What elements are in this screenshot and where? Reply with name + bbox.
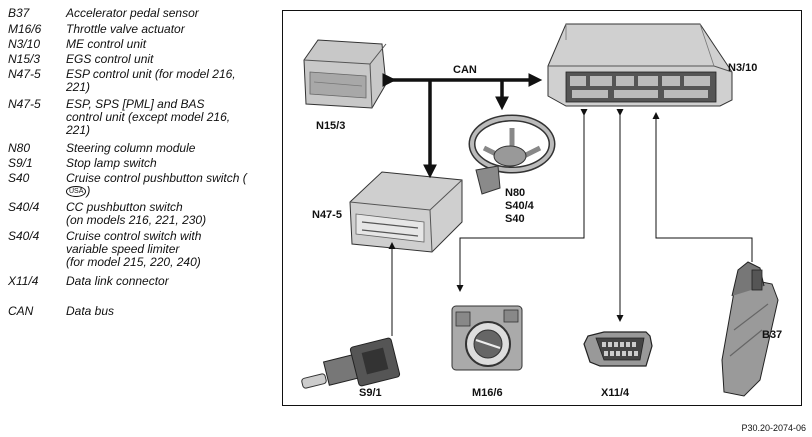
s9-1-label: S9/1 <box>359 387 382 399</box>
legend-line-text: Accelerator pedal sensor <box>66 6 199 20</box>
n47-5-label: N47-5 <box>312 209 342 221</box>
legend-code: B37 <box>8 6 30 20</box>
legend-description: CC pushbutton switch(on models 216, 221,… <box>66 201 271 227</box>
legend-line-text: (for model 215, 220, 240) <box>66 255 201 269</box>
legend-line-text: Steering column module <box>66 141 196 155</box>
legend-description: Data bus <box>66 305 271 318</box>
legend-description: ESP control unit (for model 216,221) <box>66 68 271 94</box>
legend-code: M16/6 <box>8 22 42 36</box>
legend-description: Data link connector <box>66 275 271 288</box>
stop-lamp-switch <box>301 337 401 389</box>
legend-line-text: Throttle valve actuator <box>66 22 185 36</box>
legend-line-text: 221) <box>66 80 91 94</box>
legend-description-line: CC pushbutton switch <box>66 201 271 214</box>
legend-line-text: Cruise control pushbutton switch ( <box>66 171 247 185</box>
legend-line-text: Stop lamp switch <box>66 156 157 170</box>
legend-line-text: variable speed limiter <box>66 242 180 256</box>
legend-description-line: EGS control unit <box>66 53 271 66</box>
legend-description-line: USA) <box>66 185 271 198</box>
n80-label: N80 <box>505 187 525 199</box>
m16-6-label: M16/6 <box>472 387 503 399</box>
legend-description-line: Accelerator pedal sensor <box>66 7 271 20</box>
legend-description: Stop lamp switch <box>66 157 271 170</box>
x11-4-label: X11/4 <box>601 387 630 399</box>
legend-description-line: Stop lamp switch <box>66 157 271 170</box>
legend-description: Throttle valve actuator <box>66 23 271 36</box>
s40-4-label: S40/4 <box>505 200 535 212</box>
s40-label: S40 <box>505 213 525 225</box>
legend-description-line: variable speed limiter <box>66 243 271 256</box>
legend-code: S40/4 <box>8 229 40 243</box>
legend-line-text: Data bus <box>66 304 115 318</box>
legend-description-line: 221) <box>66 124 271 137</box>
legend-code: N3/10 <box>8 37 41 51</box>
legend-code: X11/4 <box>8 274 39 288</box>
legend-description-line: Cruise control pushbutton switch ( <box>66 172 271 185</box>
legend-description-line: control unit (except model 216, <box>66 111 271 124</box>
can-bus-label: CAN <box>453 64 477 76</box>
legend-line-text: 221) <box>66 123 91 137</box>
legend-description-line: Data link connector <box>66 275 271 288</box>
usa-badge-icon: USA <box>66 186 87 198</box>
legend-line-text: ME control unit <box>66 37 147 51</box>
n15-3-label: N15/3 <box>316 120 345 132</box>
legend-code: N80 <box>8 141 31 155</box>
legend-line-text: Data link connector <box>66 274 169 288</box>
legend-description-line: (on models 216, 221, 230) <box>66 214 271 227</box>
legend-line-text: CC pushbutton switch <box>66 200 183 214</box>
steering-column-module <box>468 114 556 195</box>
legend-description-line: Cruise control switch with <box>66 230 271 243</box>
egs-control-unit <box>303 39 387 109</box>
can-bus <box>382 73 543 179</box>
legend-code: N47-5 <box>8 97 41 111</box>
legend-line-text: ESP, SPS [PML] and BAS <box>66 97 205 111</box>
legend-description-line: Data bus <box>66 305 271 318</box>
data-link-connector <box>583 331 653 367</box>
legend-description-line: Steering column module <box>66 142 271 155</box>
legend-description-line: 221) <box>66 81 271 94</box>
legend-description: Accelerator pedal sensor <box>66 7 271 20</box>
b37-label: B37 <box>762 329 782 341</box>
legend-description-line: (for model 215, 220, 240) <box>66 256 271 269</box>
diagram-frame <box>282 10 802 406</box>
legend-code: S40/4 <box>8 200 40 214</box>
legend-code: S40 <box>8 171 30 185</box>
legend-description-line: ESP control unit (for model 216, <box>66 68 271 81</box>
legend-line-text: Cruise control switch with <box>66 229 202 243</box>
n3-10-label: N3/10 <box>728 62 757 74</box>
legend-description-line: Throttle valve actuator <box>66 23 271 36</box>
legend-line-text: EGS control unit <box>66 52 154 66</box>
figure-reference: P30.20-2074-06 <box>741 423 806 433</box>
me-control-unit <box>547 23 733 107</box>
throttle-valve-actuator <box>451 305 523 371</box>
esp-control-unit <box>349 171 463 253</box>
legend-line-text: ESP control unit (for model 216, <box>66 67 236 81</box>
legend-line-text: (on models 216, 221, 230) <box>66 213 207 227</box>
legend-code: N15/3 <box>8 52 41 66</box>
legend-description: ME control unit <box>66 38 271 51</box>
accelerator-pedal-sensor <box>721 261 779 397</box>
legend-description: Cruise control pushbutton switch (USA) <box>66 172 271 198</box>
legend-line-text: ) <box>86 184 91 198</box>
legend-code: S9/1 <box>8 156 33 170</box>
legend-line-text: control unit (except model 216, <box>66 110 231 124</box>
signal-lines <box>388 109 753 336</box>
legend-description: Steering column module <box>66 142 271 155</box>
legend-code: CAN <box>8 304 34 318</box>
legend-code: N47-5 <box>8 67 41 81</box>
legend-description: EGS control unit <box>66 53 271 66</box>
legend-description-line: ESP, SPS [PML] and BAS <box>66 98 271 111</box>
legend-description-line: ME control unit <box>66 38 271 51</box>
